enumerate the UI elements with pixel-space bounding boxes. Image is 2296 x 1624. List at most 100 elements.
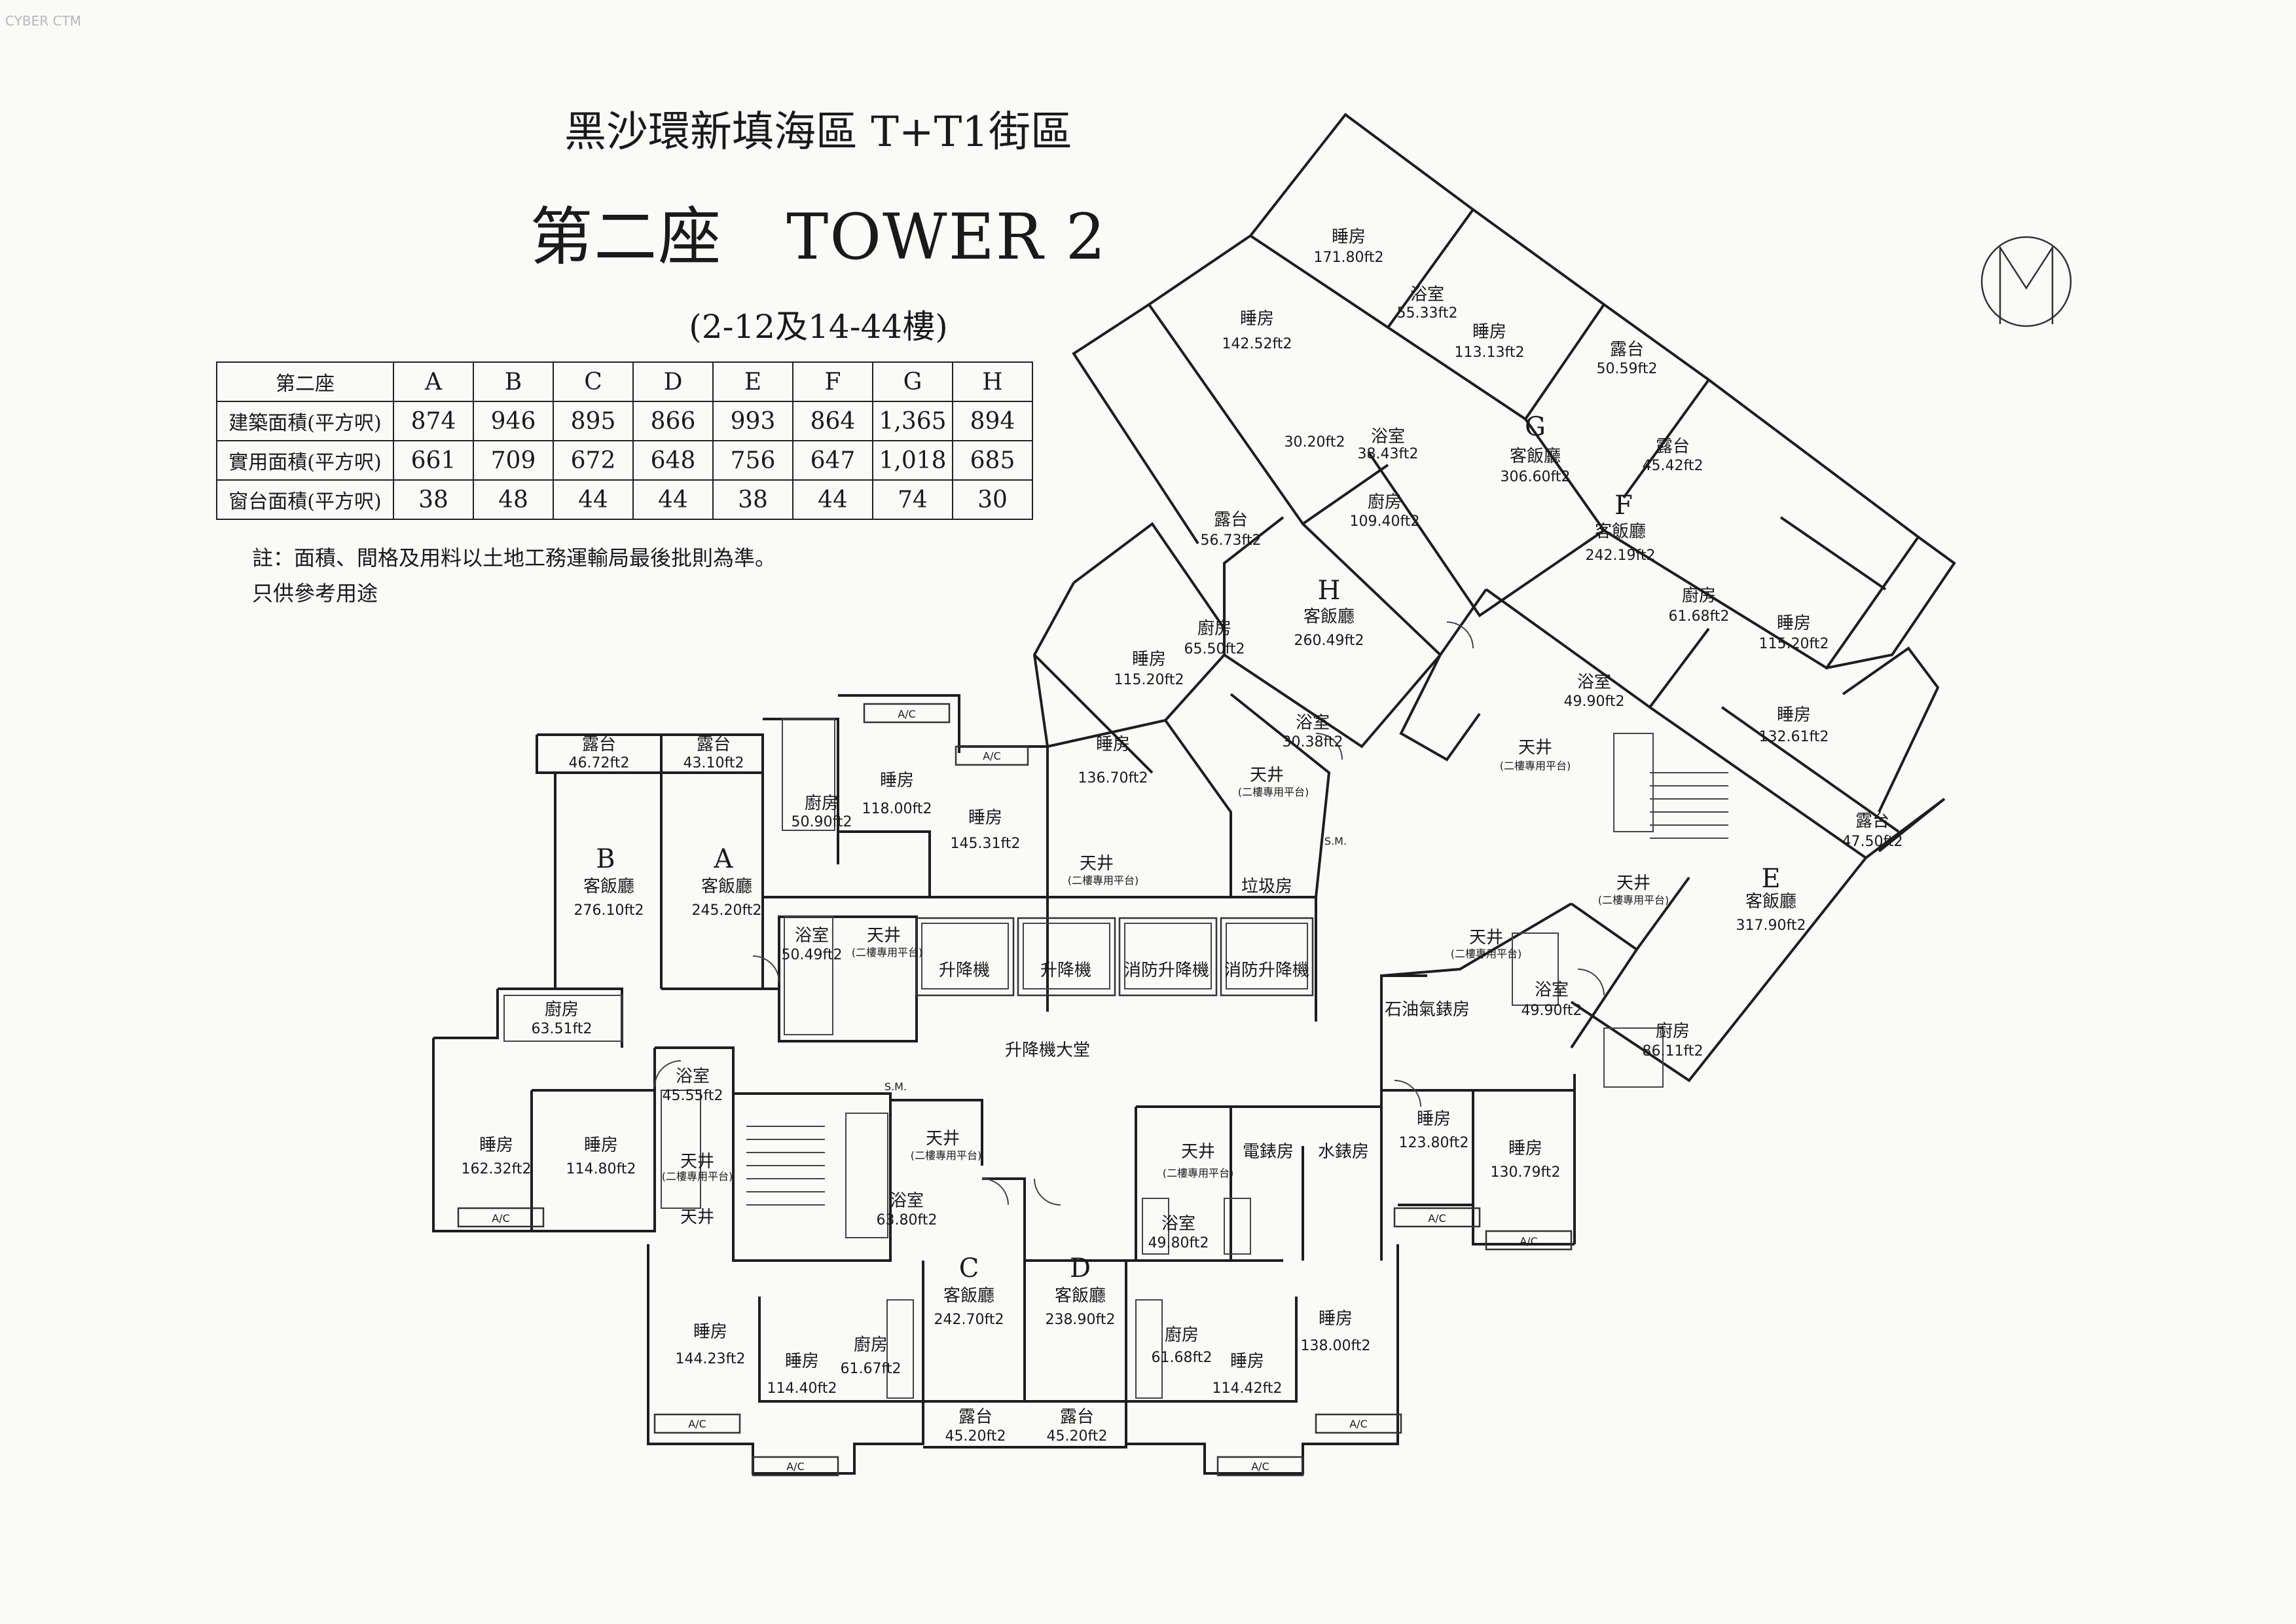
table-cell: 1,018	[872, 440, 953, 481]
svg-text:睡房: 睡房	[1777, 614, 1811, 633]
col-unit: D	[632, 361, 714, 402]
svg-text:115.20ft2: 115.20ft2	[1114, 672, 1184, 688]
svg-text:171.80ft2: 171.80ft2	[1314, 249, 1384, 266]
unit-letter-a: A	[714, 844, 734, 874]
svg-text:136.70ft2: 136.70ft2	[1078, 770, 1148, 786]
svg-text:63.51ft2: 63.51ft2	[532, 1021, 592, 1037]
svg-text:廚房: 廚房	[1682, 586, 1716, 606]
col-unit: F	[792, 361, 873, 402]
svg-text:56.73ft2: 56.73ft2	[1201, 532, 1262, 549]
svg-text:客飯廳: 客飯廳	[583, 877, 634, 896]
svg-text:浴室: 浴室	[1535, 980, 1569, 1000]
svg-text:A/C: A/C	[1251, 1460, 1269, 1473]
svg-text:睡房: 睡房	[1096, 735, 1130, 754]
table-cell: 874	[393, 401, 474, 441]
lift-label: 升降機	[1040, 961, 1091, 980]
svg-text:A/C: A/C	[898, 708, 916, 720]
light-well-label: 天井(二樓專用平台)	[911, 1129, 982, 1162]
light-well-label: 天井(二樓專用平台)	[1451, 928, 1522, 960]
svg-text:(二樓專用平台): (二樓專用平台)	[1598, 894, 1669, 906]
light-well-label: 天井(二樓專用平台)	[1068, 854, 1139, 887]
svg-text:142.52ft2: 142.52ft2	[1222, 336, 1292, 352]
table-cell: 44	[792, 479, 873, 520]
area-table-header: 第二座 A B C D E F G H	[216, 361, 1033, 402]
light-well-label: 天井(二樓專用平台)	[1238, 766, 1309, 798]
svg-text:客飯廳: 客飯廳	[1055, 1286, 1106, 1306]
svg-text:浴室: 浴室	[795, 926, 829, 946]
table-cell: 661	[393, 440, 474, 481]
svg-text:49.90ft2: 49.90ft2	[1564, 693, 1625, 710]
lift-lobby-label: 升降機大堂	[1005, 1041, 1090, 1060]
svg-text:(二樓專用平台): (二樓專用平台)	[911, 1149, 982, 1162]
svg-text:露台: 露台	[697, 735, 731, 754]
table-cell: 685	[952, 440, 1033, 481]
area-table: 第二座 A B C D E F G H 建築面積(平方呎) 874 946 89…	[216, 361, 1033, 520]
svg-text:55.33ft2: 55.33ft2	[1397, 305, 1458, 322]
svg-text:睡房: 睡房	[785, 1352, 819, 1371]
svg-text:30.20ft2: 30.20ft2	[1285, 434, 1345, 451]
table-cell: 1,365	[872, 401, 953, 441]
lower-block-walls	[432, 694, 1576, 1475]
svg-text:242.19ft2: 242.19ft2	[1586, 547, 1656, 564]
svg-text:廚房: 廚房	[805, 794, 839, 813]
north-arrow-icon	[1980, 236, 2072, 327]
svg-text:廚房: 廚房	[1197, 619, 1231, 638]
svg-text:露台: 露台	[1855, 811, 1889, 831]
svg-text:睡房: 睡房	[880, 771, 914, 790]
svg-text:(二樓專用平台): (二樓專用平台)	[1238, 786, 1309, 798]
svg-text:天井: 天井	[1469, 928, 1503, 948]
svg-text:50.59ft2: 50.59ft2	[1597, 361, 1658, 377]
light-well-label: 天井(二樓專用平台)	[1598, 874, 1669, 906]
fire-lift-label: 消防升降機	[1124, 961, 1209, 980]
svg-text:(二樓專用平台): (二樓專用平台)	[1500, 760, 1571, 772]
svg-text:245.20ft2: 245.20ft2	[692, 902, 762, 919]
svg-text:露台: 露台	[1656, 437, 1690, 456]
unit-letter-d: D	[1070, 1253, 1091, 1283]
room-label: 睡房 136.70ft2	[1078, 735, 1148, 786]
svg-text:露台: 露台	[958, 1407, 993, 1427]
svg-text:61.67ft2: 61.67ft2	[841, 1361, 902, 1377]
fire-lift-label: 消防升降機	[1224, 961, 1309, 980]
note-line: 註：面積、間格及用料以土地工務運輸局最後批則為準。	[252, 545, 776, 570]
table-cell: 895	[553, 401, 634, 441]
svg-text:睡房: 睡房	[968, 808, 1002, 828]
svg-text:睡房: 睡房	[1777, 705, 1811, 725]
refuse-room-label: 垃圾房	[1241, 877, 1292, 896]
svg-text:306.60ft2: 306.60ft2	[1501, 469, 1571, 485]
svg-text:A/C: A/C	[786, 1460, 805, 1473]
room-label: 廚房 65.50ft2	[1184, 619, 1245, 657]
table-cell: 756	[712, 440, 793, 481]
table-row: 建築面積(平方呎) 874 946 895 866 993 864 1,365 …	[216, 401, 1033, 441]
svg-text:廚房: 廚房	[545, 1000, 579, 1020]
ac-hoods: A/C A/C A/C A/C A/C A/C A/C A/C A/C	[457, 703, 1573, 1477]
svg-text:114.42ft2: 114.42ft2	[1212, 1380, 1283, 1397]
svg-text:廚房: 廚房	[1368, 492, 1402, 512]
door-swings	[654, 621, 1605, 1206]
table-cell: 864	[792, 401, 873, 441]
table-cell: 647	[792, 440, 873, 481]
svg-text:138.00ft2: 138.00ft2	[1301, 1338, 1371, 1354]
svg-text:63.80ft2: 63.80ft2	[877, 1212, 938, 1228]
light-well-label: 天井	[680, 1208, 714, 1227]
svg-text:浴室: 浴室	[1410, 285, 1444, 304]
svg-text:65.50ft2: 65.50ft2	[1184, 641, 1245, 657]
svg-text:50.90ft2: 50.90ft2	[792, 814, 852, 830]
svg-text:天井: 天井	[1250, 766, 1284, 785]
